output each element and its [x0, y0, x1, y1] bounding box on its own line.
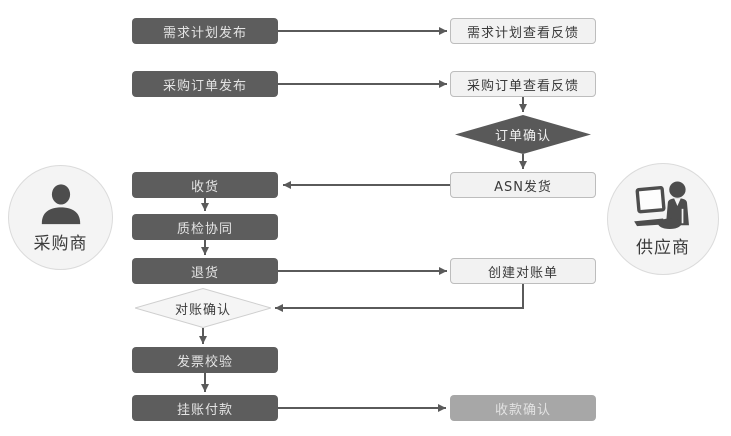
actor-supplier-label: 供应商	[636, 238, 690, 258]
node-label: 发票校验	[176, 354, 233, 370]
node-receipt-confirm: 收款确认	[450, 395, 596, 421]
node-returns: 退货	[132, 258, 278, 284]
node-payment: 挂账付款	[132, 395, 278, 421]
node-label: 采购订单发布	[162, 78, 247, 94]
node-label: 收货	[190, 179, 219, 195]
decision-label: 对账确认	[174, 302, 231, 318]
node-asn-ship: ASN发货	[450, 172, 596, 198]
person-icon	[41, 183, 80, 224]
node-label: 采购订单查看反馈	[466, 78, 579, 94]
actor-buyer-label: 采购商	[33, 233, 88, 254]
node-label: 收款确认	[494, 402, 551, 418]
person-laptop-icon	[634, 181, 689, 230]
node-label: 需求计划查看反馈	[466, 25, 579, 41]
node-label: 创建对账单	[487, 265, 558, 281]
node-invoice-verify: 发票校验	[132, 347, 278, 373]
diamond-shape	[135, 288, 271, 328]
node-receiving: 收货	[132, 172, 278, 198]
node-quality-collab: 质检协同	[132, 214, 278, 240]
node-label: ASN发货	[494, 179, 552, 195]
node-label: 质检协同	[176, 221, 233, 237]
decision-label: 订单确认	[494, 129, 551, 144]
decision-order-confirm: 订单确认	[455, 115, 591, 154]
node-demand-plan-feedback: 需求计划查看反馈	[450, 18, 596, 44]
node-label: 挂账付款	[176, 402, 233, 418]
node-demand-plan-publish: 需求计划发布	[132, 18, 278, 44]
node-po-publish: 采购订单发布	[132, 71, 278, 97]
node-po-feedback: 采购订单查看反馈	[450, 71, 596, 97]
node-create-statement: 创建对账单	[450, 258, 596, 284]
decision-reconciliation-confirm: 对账确认	[135, 288, 271, 328]
actor-supplier: 供应商	[607, 163, 719, 275]
actor-buyer: 采购商	[8, 165, 113, 270]
node-label: 退货	[190, 265, 219, 281]
node-label: 需求计划发布	[162, 25, 247, 41]
diamond-shape	[455, 115, 591, 154]
arrow-statement-to-reconciliation	[275, 284, 524, 312]
